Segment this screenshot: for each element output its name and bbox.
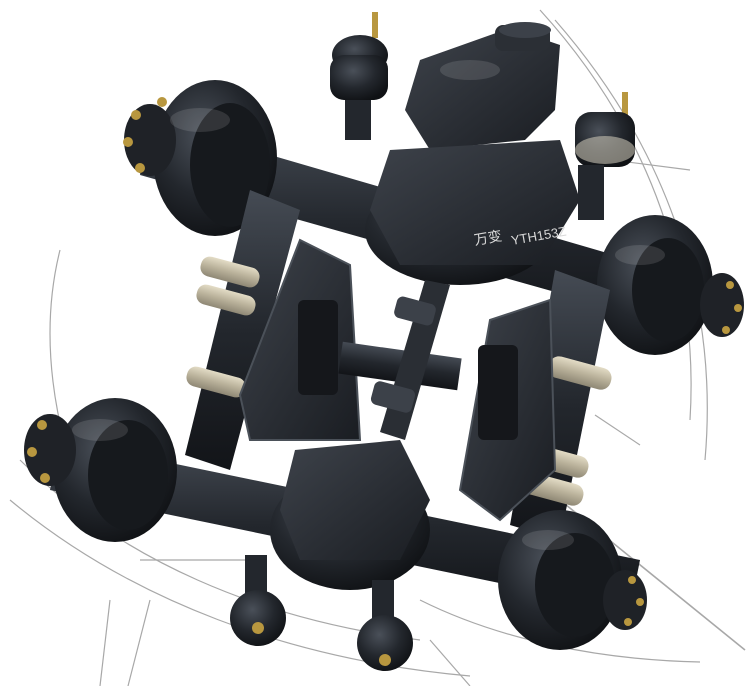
rear-axle	[24, 398, 647, 650]
air-brake-chamber-top-left	[330, 12, 388, 140]
casting-brand-mark: 万变	[473, 227, 503, 248]
rear-right-wheel-hub	[603, 570, 647, 630]
spring-band	[186, 366, 246, 398]
air-brake-chamber-bottom-left	[230, 555, 286, 646]
specular-highlights	[72, 60, 665, 550]
spring-band	[548, 356, 612, 390]
left-frame-rail	[185, 190, 300, 470]
front-left-wheel-hub	[123, 97, 176, 176]
left-mounting-plate	[238, 238, 362, 441]
right-mounting-plate	[458, 298, 557, 522]
rear-left-wheel-hub	[24, 414, 76, 486]
front-right-wheel-hub	[700, 273, 744, 337]
propeller-shaft	[370, 280, 450, 440]
front-differential: 万变 YTH153Z	[365, 22, 580, 285]
spring-band	[196, 284, 256, 316]
spring-band	[200, 256, 260, 288]
air-brake-chamber-bottom-right	[357, 580, 413, 671]
air-brake-chamber-top-right	[575, 92, 635, 220]
